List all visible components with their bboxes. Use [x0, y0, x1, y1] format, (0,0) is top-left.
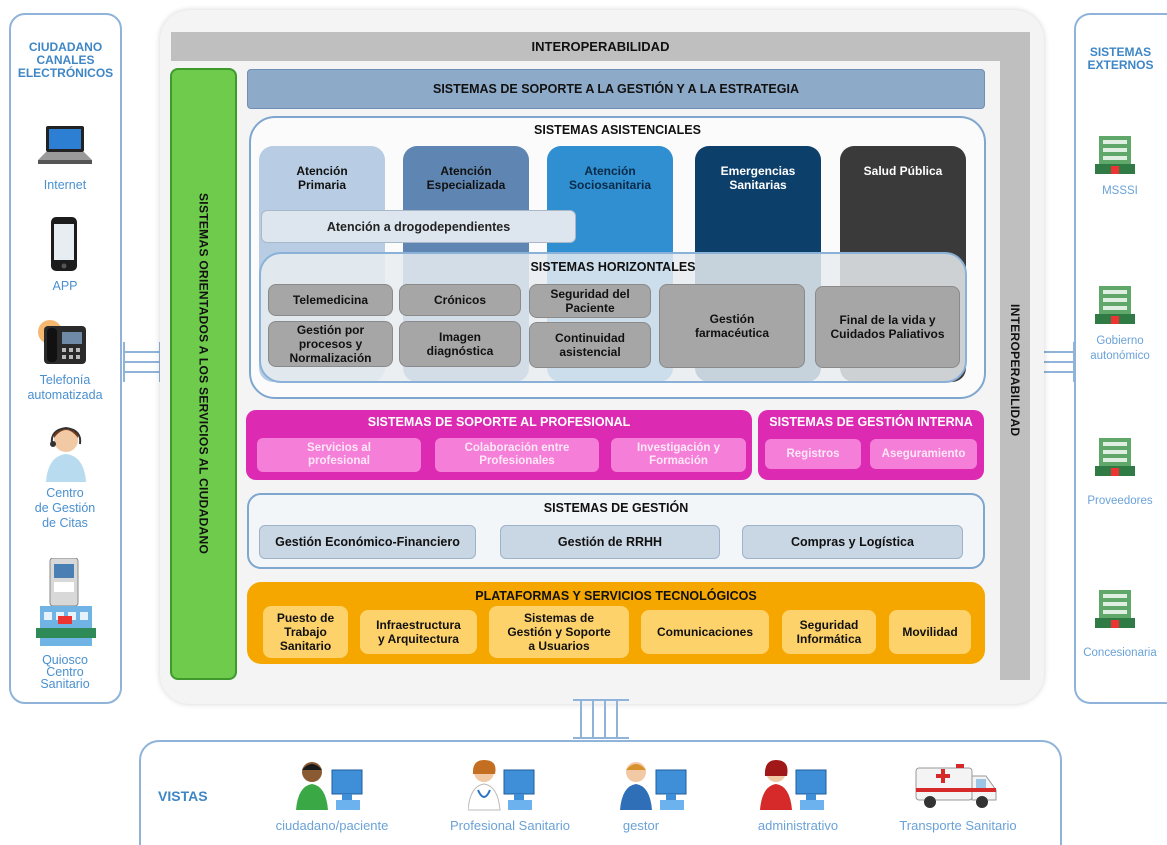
box-gestion-economico: Gestión Económico-Financiero	[259, 525, 476, 559]
box-gestion-procesos: Gestión por procesos y Normalización	[268, 321, 393, 367]
laptop-icon	[36, 124, 94, 175]
bottom-connector	[571, 697, 631, 741]
box-seguridad-paciente: Seguridad del Paciente	[529, 284, 651, 318]
channel-label-internet: Internet	[43, 178, 87, 192]
box-cuidados-paliativos: Final de la vida y Cuidados Paliativos	[815, 286, 960, 368]
box-imagen-diagnostica: Imagen diagnóstica	[399, 321, 521, 367]
smartphone-icon	[50, 216, 80, 279]
view-label-profesional: Profesional Sanitario	[450, 818, 570, 833]
box-seguridad-informatica: Seguridad Informática	[782, 610, 876, 654]
citizen-channels-title: CIUDADANO CANALES ELECTRÓNICOS	[17, 40, 114, 80]
box-telemedicina: Telemedicina	[268, 284, 393, 316]
horizontal-systems-title: SISTEMAS HORIZONTALES	[530, 260, 696, 274]
box-infraestructura: Infraestructura y Arquitectura	[360, 610, 477, 654]
telephone-icon	[38, 314, 94, 373]
building-icon	[1091, 130, 1139, 183]
box-gestion-rrhh: Gestión de RRHH	[500, 525, 720, 559]
strategy-support-bar: SISTEMAS DE SOPORTE A LA GESTIÓN Y A LA …	[247, 69, 985, 109]
building-icon	[1091, 584, 1139, 637]
box-cronicos: Crónicos	[399, 284, 521, 316]
box-registros: Registros	[765, 439, 861, 469]
views-panel	[139, 740, 1062, 845]
technology-platforms-title: PLATAFORMAS Y SERVICIOS TECNOLÓGICOS	[475, 589, 757, 603]
box-gestion-farmaceutica: Gestión farmacéutica	[659, 284, 805, 368]
external-label-msssi: MSSSI	[1102, 185, 1138, 197]
manager-computer-icon	[620, 760, 692, 817]
doctor-computer-icon	[467, 760, 540, 817]
external-label-concesionaria: Concesionaria	[1083, 647, 1157, 659]
operator-headset-icon	[42, 424, 90, 487]
channel-label-centro-citas: Centro de Gestión de Citas	[34, 486, 96, 530]
channel-label-quiosco: Quiosco Centro Sanitario	[40, 653, 90, 691]
external-label-gobierno: Gobierno autonómico	[1090, 335, 1150, 362]
interoperability-right-bar: INTEROPERABILIDAD	[1000, 61, 1030, 680]
box-aseguramiento: Aseguramiento	[870, 439, 977, 469]
view-label-administrativo: administrativo	[757, 818, 839, 833]
kiosk-icon	[36, 557, 96, 663]
box-investigacion-formacion: Investigación y Formación	[611, 438, 746, 472]
view-label-transporte: Transporte Sanitario	[899, 818, 1017, 833]
interoperability-top-bar: INTEROPERABILIDAD	[171, 32, 1030, 61]
box-colaboracion-profesionales: Colaboración entre Profesionales	[435, 438, 599, 472]
external-label-proveedores: Proveedores	[1087, 495, 1153, 507]
channel-label-app: APP	[52, 279, 78, 293]
clinical-systems-title: SISTEMAS ASISTENCIALES	[534, 123, 701, 137]
drug-dependence-care-box: Atención a drogodependientes	[261, 210, 576, 243]
view-label-ciudadano: ciudadano/paciente	[275, 818, 389, 833]
building-icon	[1091, 432, 1139, 485]
box-continuidad-asistencial: Continuidad asistencial	[529, 322, 651, 368]
box-gestion-soporte-usuarios: Sistemas de Gestión y Soporte a Usuarios	[489, 606, 629, 658]
views-title: VISTAS	[158, 788, 208, 804]
clerk-computer-icon	[760, 760, 832, 817]
building-icon	[1091, 280, 1139, 333]
box-movilidad: Movilidad	[889, 610, 971, 654]
ambulance-icon	[914, 762, 998, 815]
external-systems-title: SISTEMAS EXTERNOS	[1087, 45, 1154, 72]
professional-support-title: SISTEMAS DE SOPORTE AL PROFESIONAL	[367, 415, 631, 429]
view-label-gestor: gestor	[622, 818, 660, 833]
left-connector	[122, 340, 162, 384]
box-servicios-profesional: Servicios al profesional	[257, 438, 421, 472]
management-systems-title: SISTEMAS DE GESTIÓN	[543, 501, 689, 515]
channel-label-telefonia: Telefonía automatizada	[27, 373, 103, 402]
box-comunicaciones: Comunicaciones	[641, 610, 769, 654]
citizen-computer-icon	[296, 760, 368, 817]
citizen-services-bar: SISTEMAS ORIENTADOS A LOS SERVICIOS AL C…	[170, 68, 237, 680]
box-compras-logistica: Compras y Logística	[742, 525, 963, 559]
external-systems-panel	[1074, 13, 1167, 704]
box-puesto-trabajo: Puesto de Trabajo Sanitario	[263, 606, 348, 658]
internal-management-title: SISTEMAS DE GESTIÓN INTERNA	[769, 415, 973, 429]
